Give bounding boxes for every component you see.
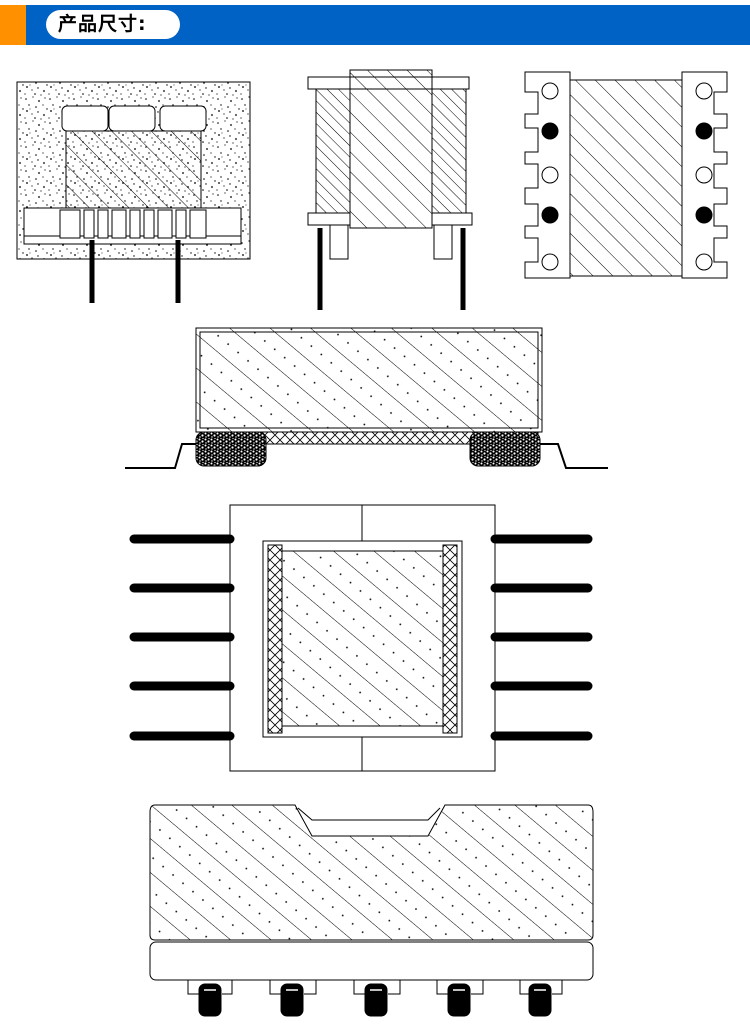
pin-hole-icon	[695, 82, 713, 100]
smd-front-view	[149, 804, 594, 1017]
header-banner: 产品尺寸:	[0, 0, 750, 47]
front-view-with-bobbin	[307, 69, 473, 310]
pin-hole-filled-icon	[541, 206, 559, 224]
pin-hole-icon	[541, 166, 559, 184]
pin-hole-icon	[541, 82, 559, 100]
accent-block	[0, 5, 26, 45]
pin-hole-icon	[695, 253, 713, 271]
pin-hole-filled-icon	[695, 122, 713, 140]
smd-side-view	[125, 327, 608, 469]
pin-hole-icon	[541, 253, 559, 271]
section-title: 产品尺寸:	[46, 10, 180, 39]
pin-hole-filled-icon	[541, 122, 559, 140]
bobbin-top-view	[524, 71, 728, 279]
smd-top-view	[129, 504, 593, 772]
side-view-with-sleeve	[16, 81, 251, 303]
pin-hole-icon	[695, 166, 713, 184]
pin-hole-filled-icon	[695, 206, 713, 224]
